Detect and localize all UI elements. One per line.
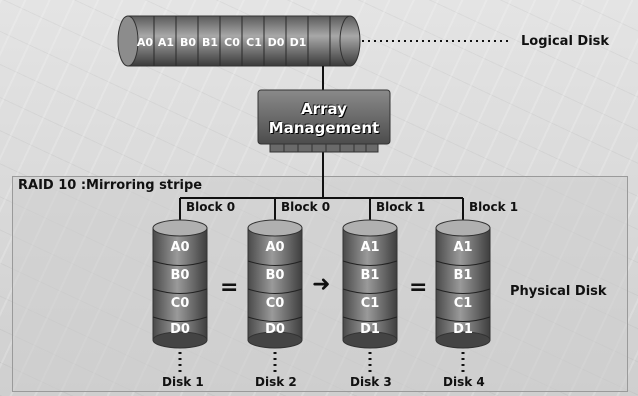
- block-label-disk-1: Block 0: [186, 200, 236, 214]
- block-label-disk-2: Block 0: [281, 200, 331, 214]
- disk-2-block: A0: [265, 240, 285, 255]
- disk-4-block: A1: [453, 240, 473, 255]
- raid-panel: [12, 176, 628, 392]
- logical-disk: [117, 15, 361, 67]
- disk-2-block: B0: [265, 268, 285, 283]
- mirror-equals: =: [409, 275, 428, 300]
- physical-disk-1: [152, 219, 208, 349]
- logical-segment: C1: [246, 36, 262, 49]
- disk-name: Disk 1: [162, 375, 204, 389]
- disk-2-block: D0: [265, 322, 285, 337]
- block-label-disk-4: Block 1: [469, 200, 519, 214]
- array-management-box: [257, 89, 391, 153]
- physical-disk-4: [435, 219, 491, 349]
- raid-title: RAID 10 :Mirroring stripe: [18, 178, 203, 193]
- disk-3-block: B1: [360, 268, 380, 283]
- mirror-equals: =: [220, 275, 239, 300]
- disk-name: Disk 2: [255, 375, 297, 389]
- disk-1-block: B0: [170, 268, 190, 283]
- logical-segment: C0: [224, 36, 240, 49]
- disk-4-block: D1: [453, 322, 473, 337]
- logical-segment: A0: [136, 36, 154, 49]
- physical-disk-3: [342, 219, 398, 349]
- block-label-disk-3: Block 1: [376, 200, 426, 214]
- stripe-arrow-icon: ➜: [312, 272, 331, 297]
- disk-3-block: A1: [360, 240, 380, 255]
- array-management-line2: Management: [268, 119, 380, 137]
- array-management-label: Array Management: [258, 100, 390, 138]
- logical-segment: D1: [289, 36, 307, 49]
- disk-continuation-dots: [178, 352, 465, 372]
- physical-disk-2: [247, 219, 303, 349]
- disk-name: Disk 3: [350, 375, 392, 389]
- disk-2-block: C0: [265, 296, 285, 311]
- disk-4-block: C1: [453, 296, 473, 311]
- logical-segment: D0: [267, 36, 285, 49]
- disk-3-block: C1: [360, 296, 380, 311]
- logical-disk-label: Logical Disk: [521, 34, 610, 49]
- disk-1-block: C0: [170, 296, 190, 311]
- physical-disk-label: Physical Disk: [510, 284, 607, 299]
- array-management-line1: Array: [301, 100, 347, 118]
- disk-name: Disk 4: [443, 375, 485, 389]
- disk-4-block: B1: [453, 268, 473, 283]
- disk-1-block: D0: [170, 322, 190, 337]
- logical-segment: B0: [179, 36, 197, 49]
- disk-1-block: A0: [170, 240, 190, 255]
- logical-segment: A1: [157, 36, 175, 49]
- logical-segment: B1: [201, 36, 219, 49]
- disk-3-block: D1: [360, 322, 380, 337]
